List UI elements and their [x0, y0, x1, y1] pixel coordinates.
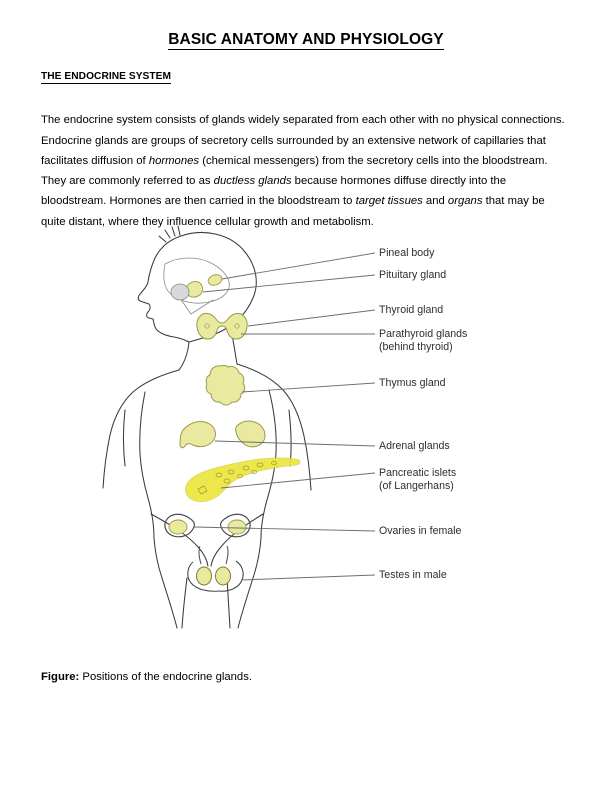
pancreatic-islets-organ — [185, 457, 301, 503]
figure-labels-group: Pineal body Pituitary gland Thyroid glan… — [379, 247, 467, 581]
parathyroid-dot-left — [204, 323, 210, 329]
brain-outline — [163, 257, 230, 304]
right-shoulder-arm — [236, 363, 312, 491]
left-hip-line — [153, 537, 163, 579]
pineal-body-gland — [207, 274, 223, 286]
pelvic-outline-right — [210, 513, 264, 567]
endocrine-diagram-svg: Pineal body Pituitary gland Thyroid glan… — [102, 225, 467, 629]
left-leg — [181, 577, 188, 629]
label-thyroid-gland: Thyroid gland — [379, 304, 443, 316]
vas-deferens-left — [198, 545, 202, 565]
adrenal-gland-left-shape — [179, 421, 216, 449]
right-inner-arm — [288, 409, 292, 467]
face-front-profile — [137, 235, 190, 343]
paragraph-part-4: and — [422, 195, 448, 208]
figure-caption-text: Positions of the endocrine glands. — [79, 671, 252, 683]
page-title: BASIC ANATOMY AND PHYSIOLOGY — [0, 31, 612, 50]
leader-line-thyroid-gland — [247, 309, 376, 327]
leader-line-ovaries — [193, 526, 376, 532]
vas-deferens-right — [225, 545, 229, 565]
adrenal-glands-organ — [179, 420, 266, 449]
right-torso-side — [260, 389, 277, 539]
paragraph-italic-hormones: hormones — [148, 154, 200, 167]
ovaries-organ — [164, 513, 251, 538]
pituitary-gland-organ — [170, 281, 204, 301]
pancreas-shape — [185, 457, 301, 503]
leader-line-pineal-body — [221, 252, 376, 280]
testis-left-shape — [196, 566, 212, 586]
inner-thigh-right — [237, 577, 254, 629]
leader-line-pancreatic-islets — [220, 472, 376, 489]
leader-line-adrenal-glands — [214, 440, 376, 447]
figure-caption-label: Figure: — [41, 671, 80, 683]
right-hip-line — [252, 537, 262, 579]
paragraph-italic-organs: organs — [447, 195, 483, 208]
section-heading: THE ENDOCRINE SYSTEM — [41, 71, 172, 84]
left-shoulder-arm — [102, 369, 180, 489]
label-adrenal-glands: Adrenal glands — [379, 440, 450, 452]
paragraph-italic-target-tissues: target tissues — [355, 195, 423, 208]
left-torso-side — [139, 391, 155, 539]
thymus-gland-organ — [205, 364, 246, 406]
label-parathyroid-glands-sub: (behind thyroid) — [379, 341, 453, 353]
label-pancreatic-islets: Pancreatic islets — [379, 467, 456, 479]
right-leg — [226, 577, 231, 629]
brainstem-outline — [176, 293, 214, 315]
ovary-right-shape — [227, 519, 247, 535]
ovary-left-shape — [168, 519, 188, 535]
leader-line-testes — [240, 574, 376, 581]
label-pituitary-gland: Pituitary gland — [379, 269, 446, 281]
adrenal-gland-right-shape — [235, 420, 266, 448]
label-testes-in-male: Testes in male — [379, 569, 447, 581]
hair-detail — [158, 225, 181, 243]
left-inner-arm — [122, 409, 126, 467]
page-title-text: BASIC ANATOMY AND PHYSIOLOGY — [168, 31, 444, 50]
section-heading-text: THE ENDOCRINE SYSTEM — [41, 71, 172, 84]
testes-organ — [187, 545, 244, 592]
label-thymus-gland: Thymus gland — [379, 377, 446, 389]
testis-right-shape — [215, 566, 231, 586]
pineal-body-shape — [207, 274, 223, 286]
label-pancreatic-islets-sub: (of Langerhans) — [379, 480, 454, 492]
leader-line-thymus-gland — [241, 382, 376, 393]
endocrine-system-figure: Pineal body Pituitary gland Thyroid glan… — [41, 222, 571, 642]
neck-front — [178, 341, 190, 371]
label-pineal-body: Pineal body — [379, 247, 435, 259]
label-ovaries-in-female: Ovaries in female — [379, 525, 462, 537]
leader-lines-group — [193, 252, 376, 581]
islet-marks-group — [197, 460, 277, 495]
thyroid-gland-shape — [196, 312, 248, 340]
body-paragraph: The endocrine system consists of glands … — [41, 110, 571, 232]
ovary-right-outline — [220, 513, 251, 538]
thyroid-gland-organ — [196, 312, 248, 340]
scrotum-outline — [187, 560, 244, 592]
paragraph-part-3: because hormones diffuse directly into t… — [41, 175, 507, 208]
figure-caption: Figure: Positions of the endocrine gland… — [41, 669, 252, 685]
paragraph-part-5: that may be quite distant, where they in… — [41, 195, 545, 228]
hypothalamus-shape — [170, 283, 190, 301]
thymus-gland-shape — [205, 364, 246, 406]
label-parathyroid-glands: Parathyroid glands — [379, 328, 467, 340]
leader-line-pituitary-gland — [202, 274, 376, 293]
paragraph-part-1: The endocrine system consists of glands … — [41, 114, 565, 167]
ovary-left-outline — [164, 513, 195, 538]
head-profile-outline — [180, 232, 257, 343]
inner-thigh-left — [161, 577, 178, 629]
paragraph-part-2: (chemical messengers) from the secretory… — [41, 154, 548, 188]
parathyroid-dot-right — [234, 323, 240, 329]
paragraph-italic-ductless-glands: ductless glands — [213, 175, 292, 188]
